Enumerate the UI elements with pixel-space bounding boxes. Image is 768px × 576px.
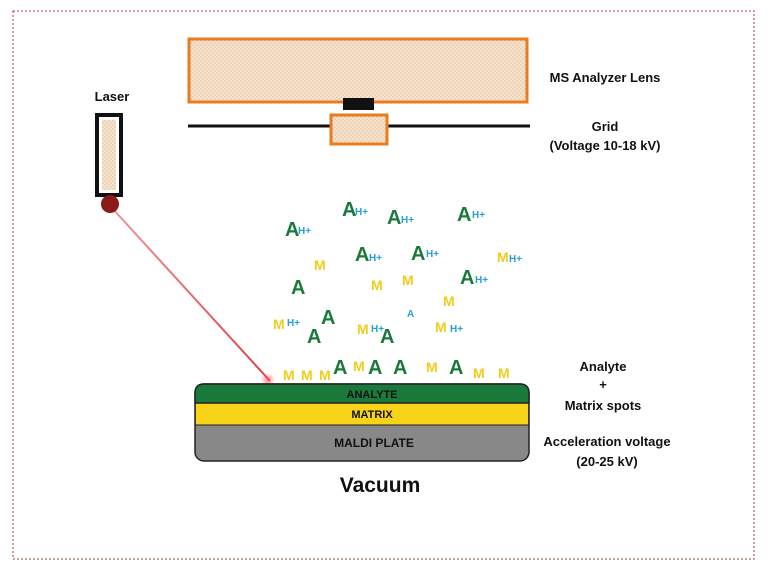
proton-label-26: H+ — [371, 324, 384, 335]
matrix-ion-15: M — [497, 249, 509, 265]
grid-electrode — [329, 113, 389, 146]
laser-beam — [111, 207, 271, 382]
spots-label-analyte: Analyte — [580, 359, 627, 374]
matrix-ion-29: M — [435, 319, 447, 335]
analyte-ion-2: A — [342, 199, 356, 221]
analyte-ion-27: A — [380, 326, 394, 348]
matrix-ion-38: M — [426, 359, 438, 375]
matrix-ion-14: M — [314, 257, 326, 273]
proton-label-1: H+ — [298, 226, 311, 237]
analyte-layer — [194, 383, 530, 404]
matrix-ion-21: M — [273, 316, 285, 332]
analyte-ion-8: A — [355, 244, 369, 266]
frame-border — [12, 10, 755, 560]
matrix-ion-41: M — [498, 365, 510, 381]
matrix-ion-40: M — [473, 365, 485, 381]
grid-voltage-label: (Voltage 10-18 kV) — [549, 138, 660, 153]
analyte-ion-39: A — [449, 357, 463, 379]
matrix-ion-32: M — [301, 367, 313, 383]
spots-label-plus: + — [599, 377, 607, 392]
grid-label: Grid — [592, 119, 619, 134]
spots-label-matrix: Matrix spots — [565, 398, 642, 413]
vacuum-label: Vacuum — [340, 474, 421, 497]
matrix-ion-35: M — [353, 358, 365, 374]
lens-nozzle — [343, 98, 374, 110]
proton-label-13: H+ — [475, 275, 488, 286]
analyte-ion-17: A — [291, 277, 305, 299]
matrix-layer — [196, 403, 528, 425]
proton-label-11: H+ — [426, 249, 439, 260]
laser-dot — [101, 195, 119, 213]
analyte-ion-0: A — [285, 219, 299, 241]
analyte-ion-6: A — [457, 204, 471, 226]
accel-label: Acceleration voltage — [543, 434, 670, 449]
analyte-ion-small-28: A — [407, 309, 414, 320]
proton-label-7: H+ — [472, 210, 485, 221]
proton-label-5: H+ — [401, 215, 414, 226]
matrix-ion-19: M — [402, 272, 414, 288]
analyte-ion-10: A — [411, 243, 425, 265]
proton-label-30: H+ — [450, 324, 463, 335]
laser-label: Laser — [95, 89, 130, 104]
matrix-ion-31: M — [283, 367, 295, 383]
matrix-ion-33: M — [319, 367, 331, 383]
analyte-ion-34: A — [333, 357, 347, 379]
lens-label: MS Analyzer Lens — [550, 70, 661, 85]
maldi-plate-stack: ANALYTE MATRIX MALDI PLATE — [194, 383, 530, 462]
matrix-ion-25: M — [357, 321, 369, 337]
laser-body-fill — [102, 120, 116, 190]
analyte-ion-37: A — [393, 357, 407, 379]
matrix-layer-label: MATRIX — [351, 409, 393, 421]
proton-label-16: H+ — [509, 254, 522, 265]
proton-label-9: H+ — [369, 253, 382, 264]
matrix-ion-18: M — [371, 277, 383, 293]
analyte-ion-4: A — [387, 207, 401, 229]
analyte-layer-label: ANALYTE — [347, 389, 398, 401]
ms-analyzer-lens — [187, 37, 529, 104]
matrix-ion-20: M — [443, 293, 455, 309]
analyte-ion-36: A — [368, 357, 382, 379]
analyte-ion-23: A — [321, 307, 335, 329]
maldi-plate-label: MALDI PLATE — [334, 436, 414, 450]
analyte-ion-12: A — [460, 267, 474, 289]
proton-label-22: H+ — [287, 318, 300, 329]
analyte-ion-24: A — [307, 326, 321, 348]
proton-label-3: H+ — [355, 207, 368, 218]
accel-voltage-label: (20-25 kV) — [576, 454, 637, 469]
